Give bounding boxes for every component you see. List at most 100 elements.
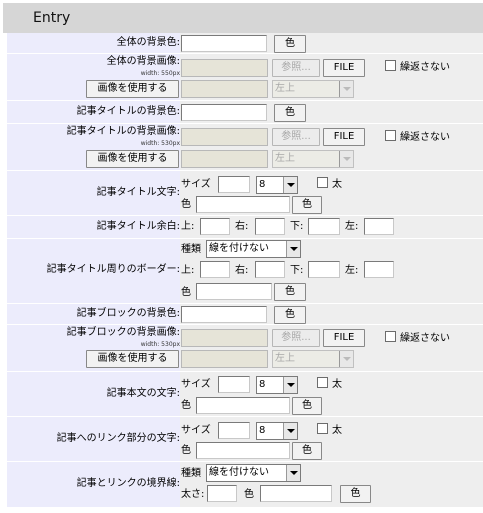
title-no-repeat-checkbox[interactable]: [385, 130, 396, 141]
title-bold-checkbox[interactable]: [317, 177, 328, 188]
title-browse-button[interactable]: 参照...: [272, 128, 320, 146]
left-label: 左:: [345, 265, 359, 276]
section-header: Entry: [3, 3, 483, 33]
chevron-down-icon: [283, 377, 297, 393]
border-right-input[interactable]: [255, 261, 285, 278]
title-text-color-input[interactable]: [196, 196, 290, 213]
margin-right-input[interactable]: [255, 218, 285, 235]
label-link-border: 記事とリンクの境界線:: [76, 478, 180, 489]
bg-file-button[interactable]: FILE: [323, 59, 365, 77]
row-separator: [7, 461, 483, 462]
bold-label: 太: [332, 379, 342, 390]
chevron-down-icon: [339, 351, 353, 367]
block-image-path-input[interactable]: [181, 329, 268, 347]
row-separator: [7, 100, 483, 101]
title-bg-color-button[interactable]: 色: [274, 104, 306, 122]
block-bg-color-input[interactable]: [181, 306, 267, 323]
bg-color-button[interactable]: 色: [274, 35, 306, 53]
label-body-text: 記事本文の文字:: [106, 388, 180, 399]
title-bg-color-input[interactable]: [181, 104, 267, 121]
border-top-input[interactable]: [200, 261, 230, 278]
title-use-image-button[interactable]: 画像を使用する: [86, 150, 179, 168]
left-label: 左:: [345, 221, 359, 232]
title-file-button[interactable]: FILE: [323, 128, 365, 146]
link-text-color-input[interactable]: [196, 442, 290, 459]
block-position-select[interactable]: 左上: [272, 350, 354, 368]
link-border-style-select[interactable]: 線を付けない: [206, 464, 301, 482]
color-label: 色: [181, 400, 191, 411]
block-browse-button[interactable]: 参照...: [272, 329, 320, 347]
title-no-repeat-label: 繰返さない: [400, 132, 450, 143]
margin-bottom-input[interactable]: [308, 218, 340, 235]
body-bold-checkbox[interactable]: [317, 377, 328, 388]
link-font-size-select[interactable]: 8: [256, 422, 298, 440]
bg-position-select[interactable]: 左上: [272, 80, 354, 98]
title-text-color-button[interactable]: 色: [292, 196, 322, 214]
row-separator: [7, 238, 483, 239]
bg-image-path-input[interactable]: [181, 59, 268, 77]
border-left-input[interactable]: [364, 261, 394, 278]
label-block-bg-image: 記事ブロックの背景画像:: [66, 327, 180, 338]
link-border-color-input[interactable]: [260, 485, 332, 502]
row-separator: [7, 53, 483, 54]
row-separator: [7, 170, 483, 171]
row-separator: [7, 123, 483, 124]
title-position-value: 左上: [275, 153, 295, 164]
bg-no-repeat-checkbox[interactable]: [385, 60, 396, 71]
title-size-input[interactable]: [218, 176, 250, 193]
label-cell: 記事タイトル周りのボーダー:: [7, 239, 180, 303]
title-image-path-input[interactable]: [181, 128, 268, 146]
body-font-size-select[interactable]: 8: [256, 376, 298, 394]
body-text-color-input[interactable]: [196, 397, 290, 414]
label-link-text: 記事へのリンク部分の文字:: [56, 433, 180, 444]
link-size-input[interactable]: [218, 422, 250, 439]
link-border-style-value: 線を付けない: [209, 467, 269, 478]
block-no-repeat-label: 繰返さない: [400, 333, 450, 344]
chevron-down-icon: [339, 81, 353, 97]
title-border-color-button[interactable]: 色: [274, 283, 306, 301]
color-label: 色: [244, 489, 254, 500]
width-hint: width: 530px: [140, 140, 180, 147]
border-bottom-input[interactable]: [308, 261, 340, 278]
body-size-input[interactable]: [218, 376, 250, 393]
row-separator: [7, 215, 483, 216]
body-text-color-button[interactable]: 色: [292, 397, 322, 415]
block-file-button[interactable]: FILE: [323, 329, 365, 347]
bold-label: 太: [332, 425, 342, 436]
title-border-color-input[interactable]: [196, 283, 272, 300]
bg-use-image-button[interactable]: 画像を使用する: [86, 80, 179, 98]
top-label: 上:: [181, 221, 195, 232]
title-border-style-select[interactable]: 線を付けない: [206, 240, 301, 258]
label-bg-image: 全体の背景画像:: [106, 56, 180, 67]
label-cell: 記事タイトルの背景色:: [7, 101, 180, 123]
link-text-color-button[interactable]: 色: [292, 442, 322, 460]
row-separator: [7, 324, 483, 325]
label-block-bg-color: 記事ブロックの背景色:: [76, 308, 180, 319]
label-cell: 記事へのリンク部分の文字:: [7, 417, 180, 461]
entry-settings-form: 全体の背景色: 色 全体の背景画像: width: 550px 画像を使用する …: [7, 33, 483, 507]
title-font-size-select[interactable]: 8: [256, 176, 298, 194]
bold-label: 太: [332, 179, 342, 190]
chevron-down-icon: [286, 465, 300, 481]
color-label: 色: [181, 445, 191, 456]
label-cell: 記事ブロックの背景色:: [7, 304, 180, 324]
block-no-repeat-checkbox[interactable]: [385, 331, 396, 342]
chevron-down-icon: [283, 177, 297, 193]
bg-browse-button[interactable]: 参照...: [272, 59, 320, 77]
link-border-thickness-input[interactable]: [207, 485, 237, 502]
kind-label: 種類: [181, 244, 201, 255]
margin-top-input[interactable]: [200, 218, 230, 235]
block-use-image-button[interactable]: 画像を使用する: [86, 350, 179, 368]
bg-color-input[interactable]: [181, 35, 267, 52]
title-position-select[interactable]: 左上: [272, 150, 354, 168]
row-separator: [7, 416, 483, 417]
label-title-margin: 記事タイトル余白:: [96, 221, 180, 232]
label-bg-color: 全体の背景色:: [116, 37, 180, 48]
link-border-color-button[interactable]: 色: [340, 485, 371, 503]
link-bold-checkbox[interactable]: [317, 423, 328, 434]
chevron-down-icon: [283, 423, 297, 439]
top-label: 上:: [181, 265, 195, 276]
bottom-label: 下:: [290, 221, 304, 232]
margin-left-input[interactable]: [364, 218, 394, 235]
block-bg-color-button[interactable]: 色: [274, 306, 306, 324]
